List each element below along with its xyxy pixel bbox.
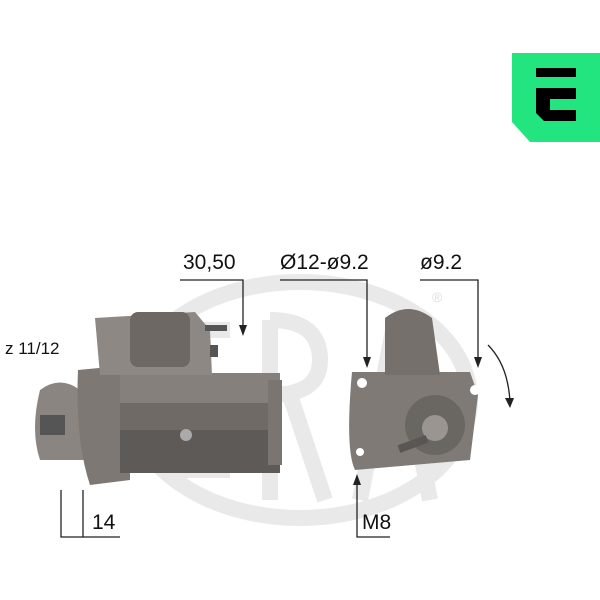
dimension-solenoid-spacing: 30,50 <box>183 251 236 274</box>
rotation-arrow-icon <box>505 398 514 408</box>
starter-front-view <box>349 309 480 470</box>
registered-mark: ® <box>432 289 443 305</box>
teeth-count: z 11/12 <box>5 339 60 358</box>
starter-side-view <box>35 312 282 485</box>
dimension-pinion: 14 <box>92 511 116 534</box>
dimension-lines <box>60 279 511 538</box>
arrow-heads <box>239 325 514 485</box>
dimension-hole-right: ø9.2 <box>420 251 463 274</box>
dimension-bolt-holes: Ø12-ø9.2 <box>280 251 369 274</box>
era-logo-icon <box>512 53 600 142</box>
dimension-thread: M8 <box>362 511 392 534</box>
